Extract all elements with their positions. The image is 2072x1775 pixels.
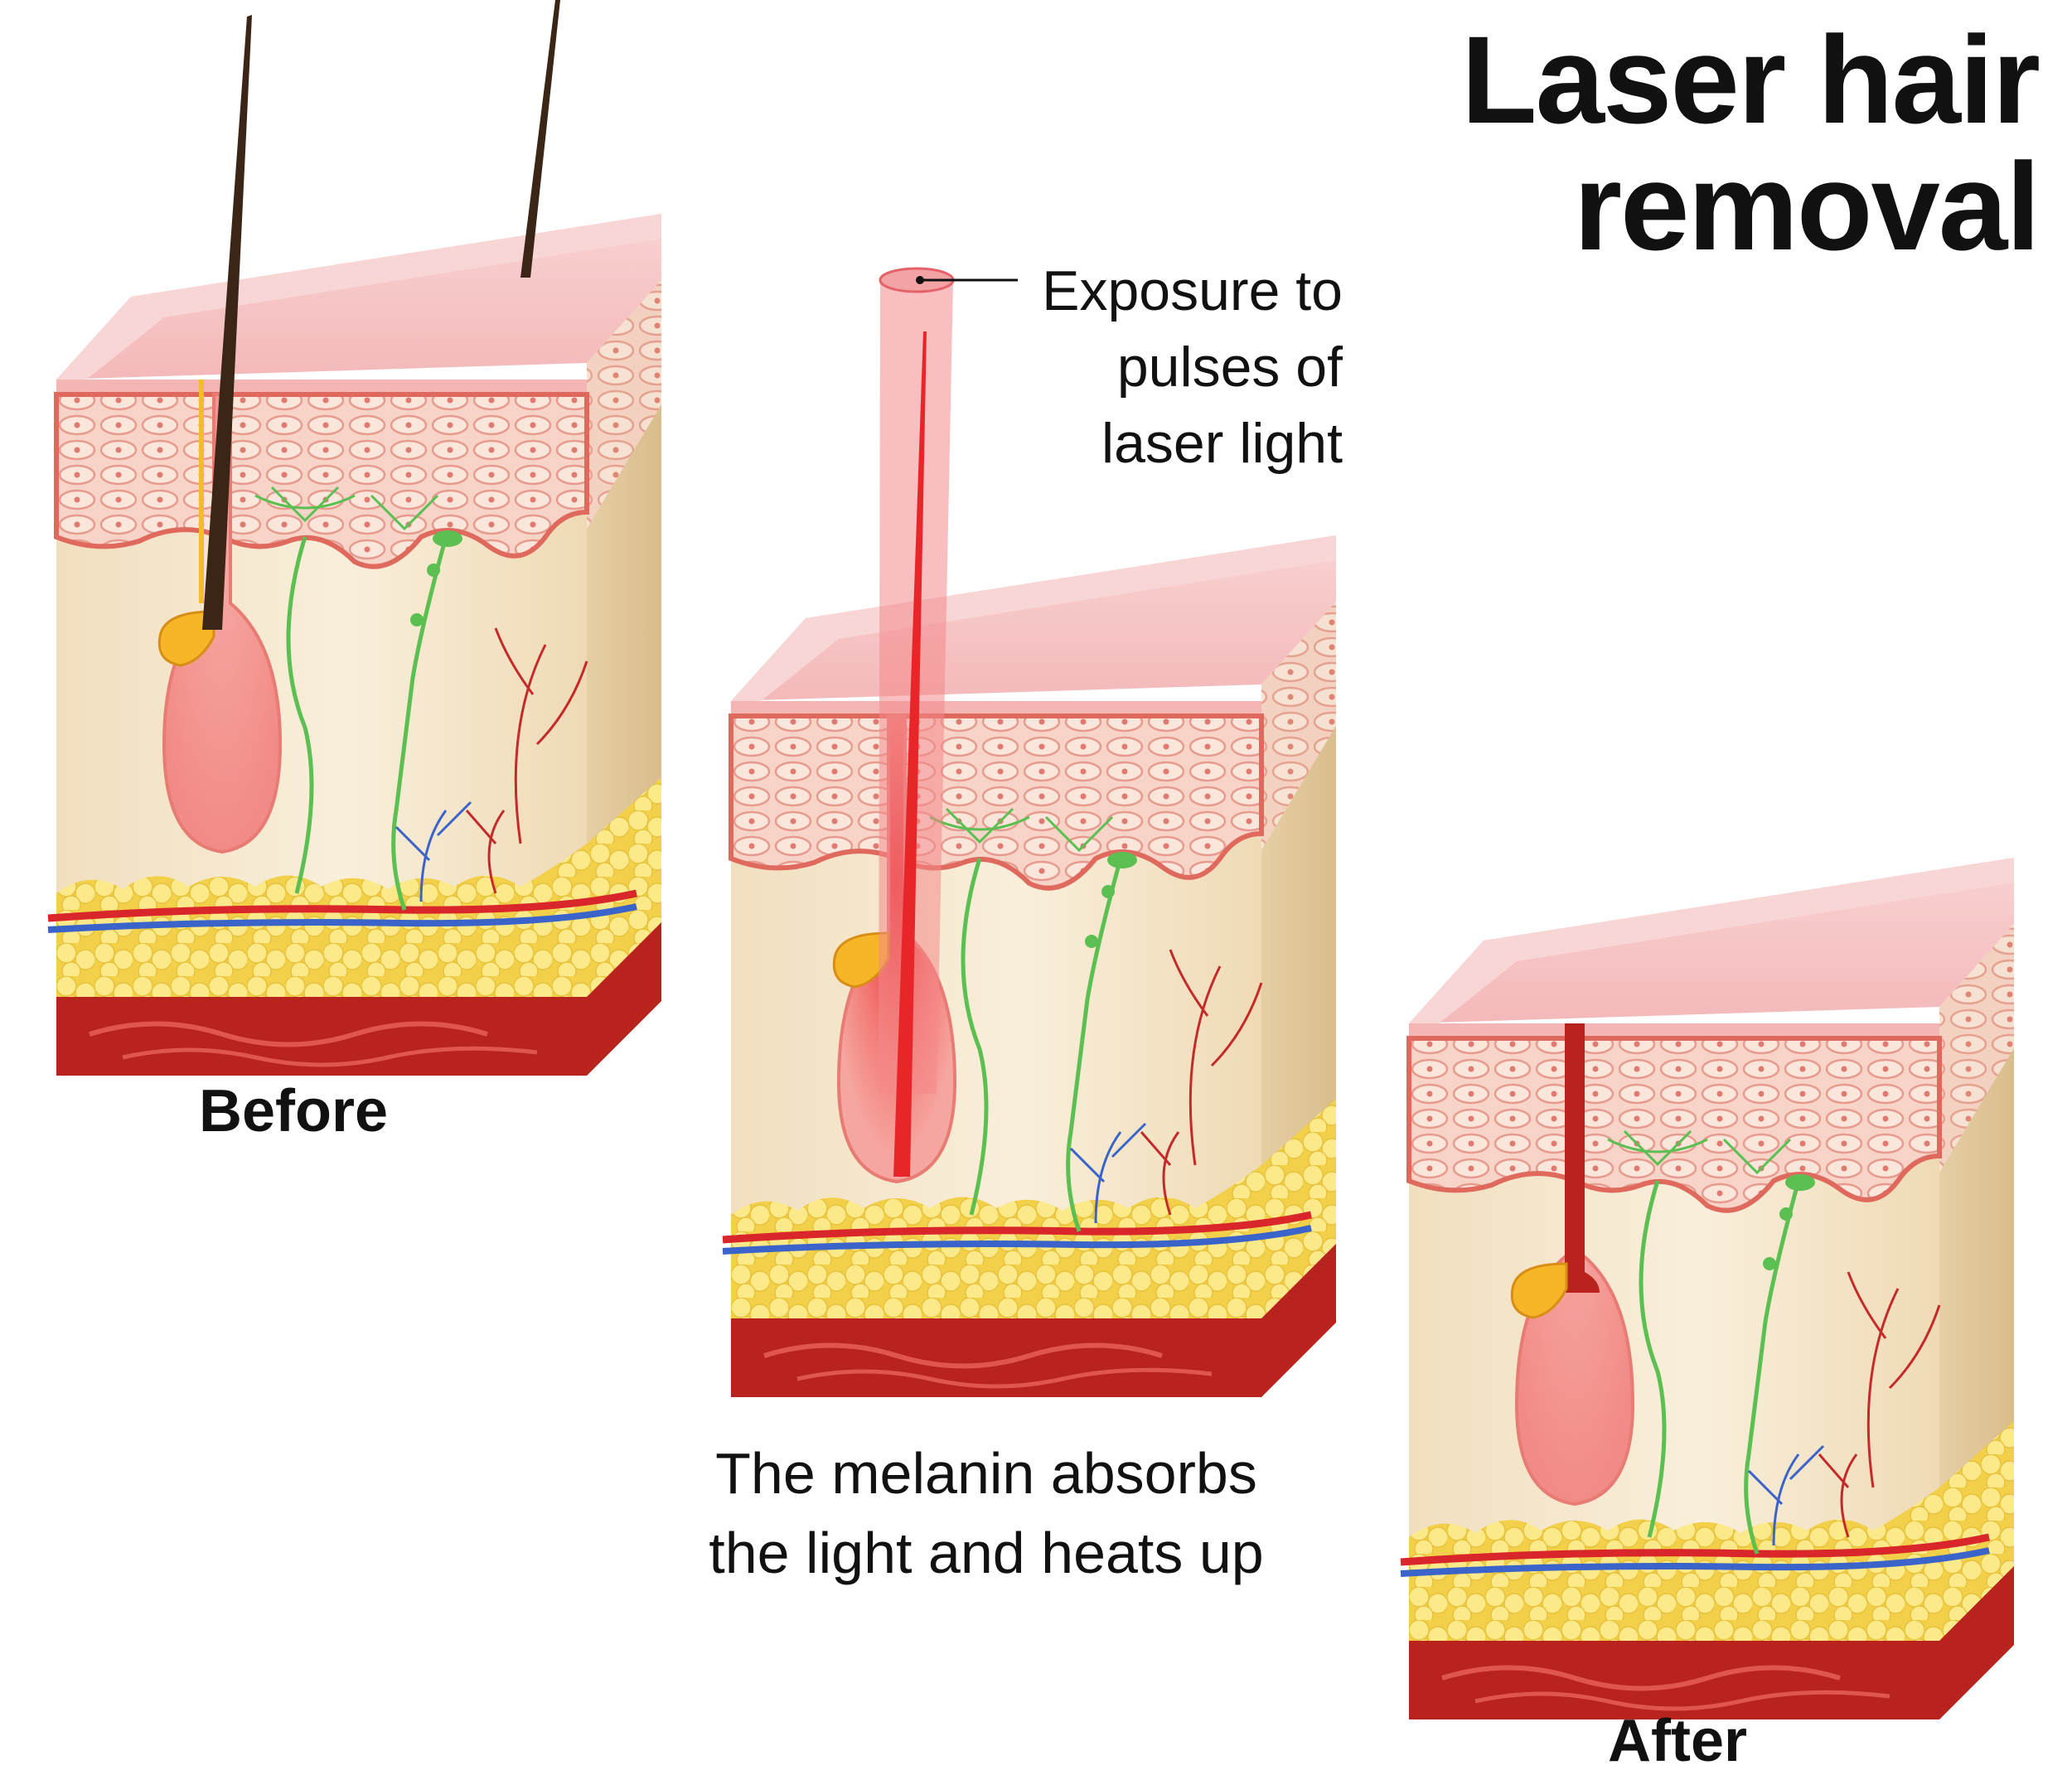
- title-line-2: removal: [1461, 143, 2039, 270]
- stage-label-after: After: [1608, 1707, 1747, 1775]
- laser-annotation-line-1: Exposure to: [961, 253, 1343, 329]
- title-line-1: Laser hair: [1461, 17, 2039, 143]
- melanin-caption: The melanin absorbs the light and heats …: [663, 1434, 1310, 1593]
- page-title: Laser hair removal: [1461, 17, 2039, 270]
- laser-annotation-line-3: laser light: [961, 405, 1343, 481]
- melanin-caption-line-2: the light and heats up: [663, 1513, 1310, 1593]
- laser-annotation-line-2: pulses of: [961, 329, 1343, 405]
- skin-block-after: [1401, 858, 2014, 1719]
- stage-label-before: Before: [199, 1077, 388, 1145]
- laser-annotation: Exposure to pulses of laser light: [961, 253, 1343, 481]
- skin-block-before: [48, 214, 661, 1076]
- skin-block-laser: [723, 535, 1336, 1397]
- melanin-caption-line-1: The melanin absorbs: [663, 1434, 1310, 1513]
